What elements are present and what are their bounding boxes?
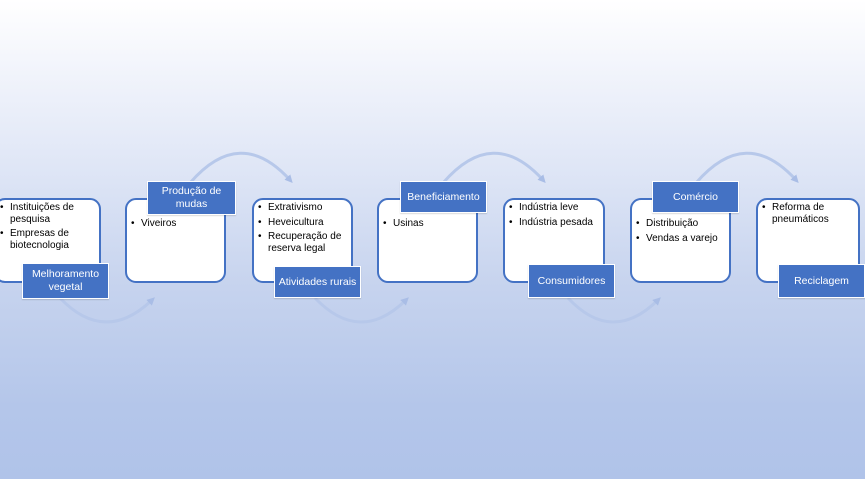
arrow-arc-1 <box>58 296 155 324</box>
list-item: Instituições de pesquisa <box>0 202 95 225</box>
list-item: Usinas <box>383 218 472 230</box>
arrow-arc-4 <box>441 151 546 184</box>
list-item: Heveicultura <box>258 217 347 229</box>
list-item: Viveiros <box>131 218 220 230</box>
list-item: Reforma de pneumáticos <box>762 202 854 225</box>
list-item: Empresas de biotecnologia <box>0 228 95 251</box>
arrow-arc-2 <box>188 151 293 184</box>
arrow-arc-5 <box>566 296 661 324</box>
list-item: Indústria leve <box>509 202 599 214</box>
stage-label-beneficiamento: Beneficiamento <box>400 181 487 213</box>
list-item: Recuperação de reserva legal <box>258 231 347 254</box>
arrow-arc-3 <box>313 296 409 324</box>
list-item: Vendas a varejo <box>636 233 725 245</box>
list-item: Indústria pesada <box>509 217 599 229</box>
list-item: Distribuição <box>636 218 725 230</box>
stage-label-consumidores: Consumidores <box>528 264 615 298</box>
stage-label-melhoramento: Melhoramento vegetal <box>22 263 109 299</box>
stage-label-reciclagem: Reciclagem <box>778 264 865 298</box>
stage-label-atividades: Atividades rurais <box>274 266 361 298</box>
stage-label-producao: Produção de mudas <box>147 181 236 215</box>
arrow-arc-6 <box>694 151 799 184</box>
list-item: Extrativismo <box>258 202 347 214</box>
stage-label-comercio: Comércio <box>652 181 739 213</box>
